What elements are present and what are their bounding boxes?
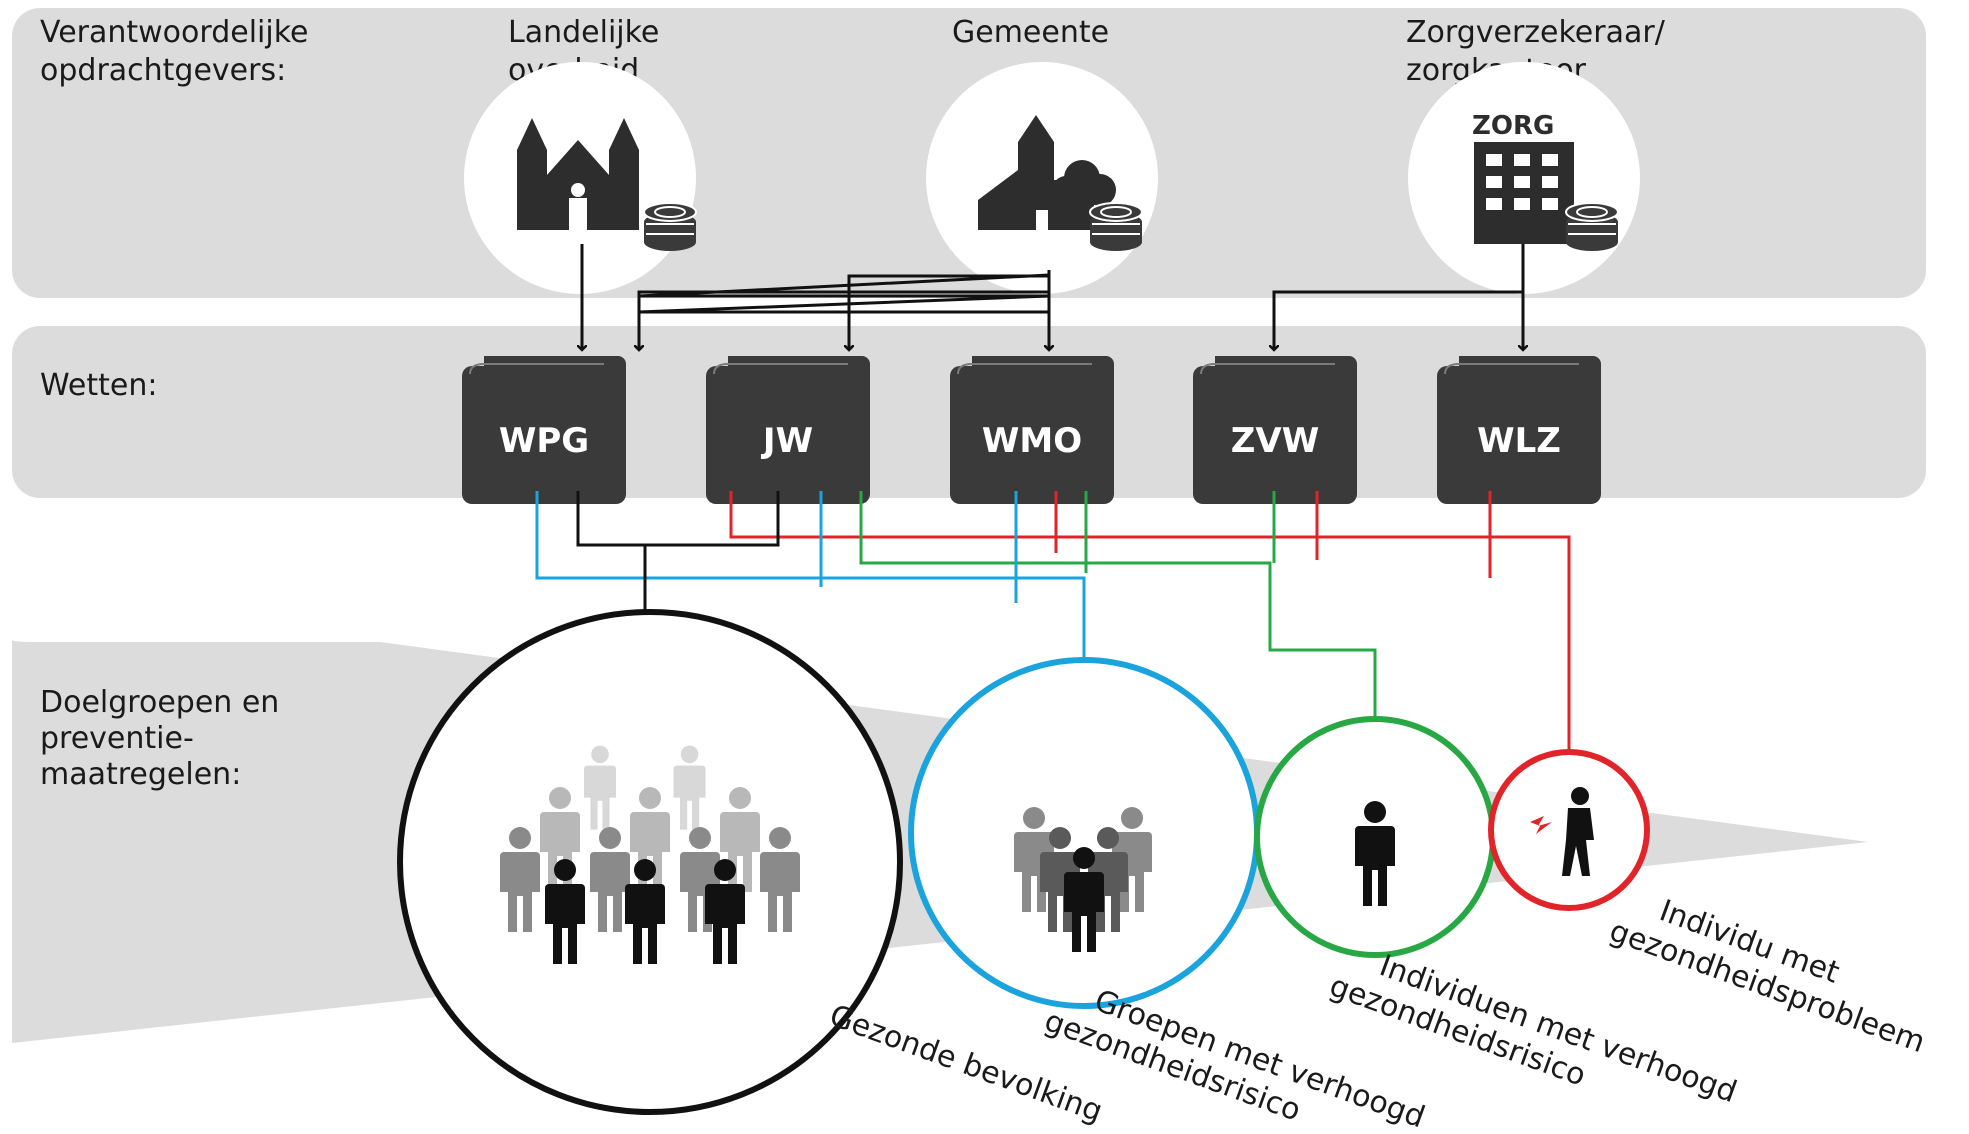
law-label: JW: [761, 421, 813, 461]
law-label: WLZ: [1477, 421, 1561, 461]
law-label: WPG: [499, 421, 589, 461]
funder-label-municipality: Gemeente: [952, 15, 1109, 50]
townhall-coins-icon: [926, 62, 1158, 294]
funder-label-insurer: Zorgverzekeraar/: [1406, 15, 1666, 50]
funders-section-label: Verantwoordelijke: [40, 15, 308, 50]
target-individual-problem: [1488, 749, 1650, 911]
law-book-wmo: WMO: [950, 356, 1114, 504]
targets-section-label-2: preventie-: [40, 721, 194, 756]
laws-section-label: Wetten:: [40, 368, 157, 403]
zorg-sign: ZORG: [1472, 111, 1554, 141]
law-label: WMO: [982, 421, 1082, 461]
law-book-zvw: ZVW: [1193, 356, 1357, 504]
law-book-wlz: WLZ: [1437, 356, 1601, 504]
target-healthy-population: [397, 609, 903, 1115]
office-coins-icon: ZORG: [1408, 62, 1640, 294]
laws-books: WPG JW WMO ZVW WLZ: [462, 356, 1601, 504]
target-groups-risk: [908, 657, 1260, 1009]
target-individuals-risk: [1254, 716, 1496, 958]
church-coins-icon: [464, 62, 697, 294]
municipality-arrows: [639, 276, 1049, 350]
funding-arrows: [582, 244, 1523, 350]
funder-label-national: Landelijke: [508, 15, 659, 50]
targets-section-label: Doelgroepen en: [40, 685, 279, 720]
law-book-jw: JW: [706, 356, 870, 504]
funders-section-label-2: opdrachtgevers:: [40, 53, 286, 88]
targets-section-label-3: maatregelen:: [40, 757, 241, 792]
law-book-wpg: WPG: [462, 356, 626, 504]
law-label: ZVW: [1231, 421, 1319, 461]
law-connectors: [535, 491, 1569, 760]
